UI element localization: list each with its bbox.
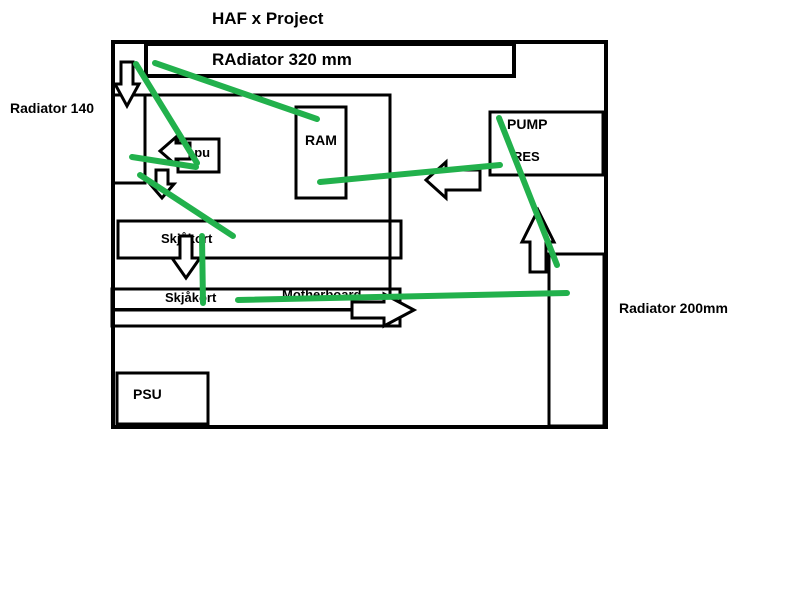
gpu-bottom-label: Skjåkort <box>165 290 217 305</box>
radiator-320-box <box>144 42 516 78</box>
coolant-line <box>496 115 560 268</box>
gpu-top-box <box>116 219 403 260</box>
coolant-line <box>137 172 236 239</box>
coolant-line <box>235 290 570 303</box>
psu-label: PSU <box>133 386 162 402</box>
pump-res-box <box>488 110 605 177</box>
coolant-lines <box>129 60 570 306</box>
psu-box <box>115 371 210 426</box>
ram-box <box>294 105 348 200</box>
diagram-title: HAF x Project <box>212 9 324 28</box>
pump-label: PUMP <box>507 116 547 132</box>
right-arrow-icon <box>350 291 418 329</box>
ram-label: RAM <box>305 132 337 148</box>
coolant-line <box>317 162 503 185</box>
res-label: RES <box>513 149 540 164</box>
radiator-320-label: RAdiator 320 mm <box>212 50 352 69</box>
coolant-line <box>152 60 320 122</box>
motherboard-box <box>111 93 392 312</box>
coolant-line <box>133 61 200 166</box>
up-arrow-icon <box>519 206 557 274</box>
radiator-200-label: Radiator 200mm <box>619 300 728 316</box>
coolant-line <box>129 154 199 170</box>
radiator-140-box <box>111 93 147 185</box>
down-arrow-icon <box>169 234 203 281</box>
coolant-line <box>199 233 206 306</box>
radiator-140-label: Radiator 140 <box>10 100 94 116</box>
radiator-200-box <box>547 252 606 428</box>
down-arrow-icon <box>112 60 142 110</box>
